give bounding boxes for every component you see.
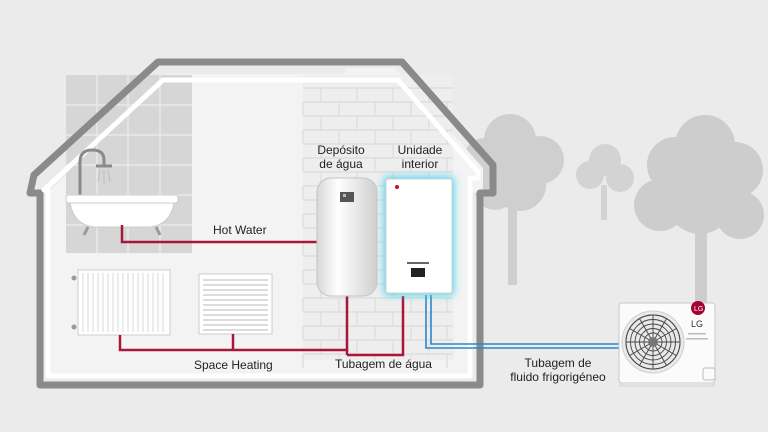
water-tank-label-line1: Depósito [317,143,365,157]
bathtub-icon [65,194,179,236]
indoor-unit-label-line2: interior [401,157,439,171]
refrigerant-pipe-label: Tubagem de fluido frigorigéneo [497,356,619,384]
control-display [411,268,425,277]
hot-water-label: Hot Water [213,223,267,237]
house-outline [26,58,497,389]
water-pipe-label: Tubagem de água [335,357,432,371]
shower-icon [78,148,112,195]
tree-icon [576,144,634,220]
lg-logo-icon [691,301,705,315]
outdoor-unit: LG LG [618,301,716,387]
indoor-unit-label-line1: Unidade [397,143,443,157]
heating-panel-icon [198,273,273,335]
water-pipe [118,225,405,357]
refrigerant-pipe [425,295,620,349]
lg-logo-icon [395,185,399,189]
space-heating-label: Space Heating [194,358,273,372]
water-tank-label-line2: de água [319,157,363,171]
radiator-icon [71,269,171,336]
indoor-unit-label: Unidade interior [384,143,456,171]
tree-icon [634,115,764,350]
outdoor-unit-logo-text: LG [691,319,703,329]
water-tank-label: Depósito de água [306,143,376,171]
refrigerant-pipe-label-line1: Tubagem de [524,356,592,370]
lg-logo-mark: LG [694,306,703,313]
refrigerant-pipe-label-line2: fluido frigorigéneo [510,370,606,384]
indoor-unit [384,177,454,295]
water-tank [316,177,378,297]
